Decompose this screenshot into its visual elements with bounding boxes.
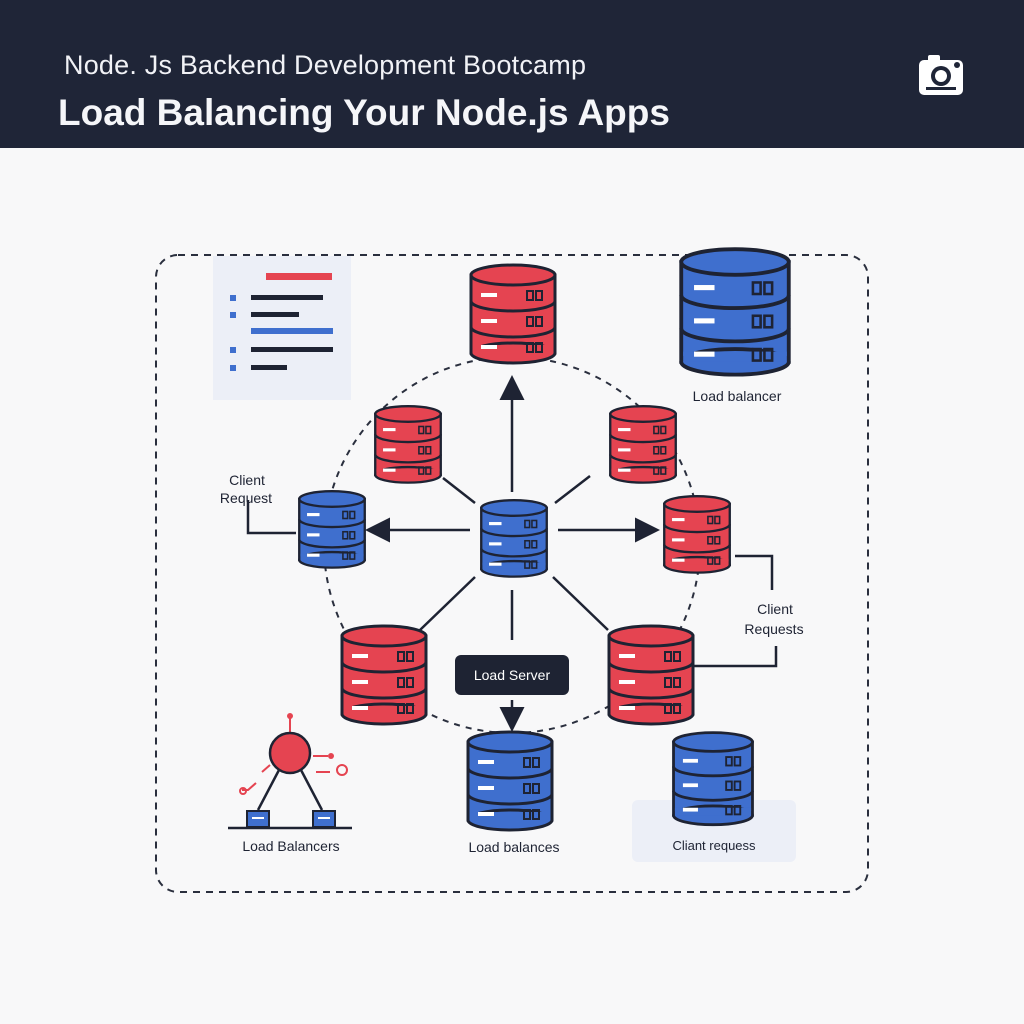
connection-lines — [246, 375, 778, 732]
database-top-red — [469, 263, 557, 365]
database-top-right-blue — [679, 247, 791, 377]
label-load-balances-bottom-center: Load balances — [468, 839, 559, 855]
database-upper-right-red — [609, 405, 677, 484]
label-load-balancer-top-right: Load balancer — [693, 388, 782, 404]
label-client-request-bottom-right: Cliant requess — [672, 838, 756, 853]
load-balancing-diagram: Client Request Load balancer Client Requ… — [155, 247, 869, 893]
database-lower-right-red — [607, 624, 695, 726]
database-upper-left-red — [374, 405, 442, 484]
label-client-request-left-1: Client — [229, 472, 265, 488]
label-load-server: Load Server — [474, 667, 551, 683]
database-bottom-right-blue — [672, 731, 754, 827]
database-lower-left-red — [340, 624, 428, 726]
load-server-badge — [455, 655, 569, 695]
label-client-requests-right-1: Client — [757, 601, 793, 617]
label-client-request-left-2: Request — [220, 490, 272, 506]
database-bottom-blue — [466, 730, 554, 832]
page-title: Load Balancing Your Node.js Apps — [58, 92, 670, 133]
course-subtitle: Node. Js Backend Development Bootcamp — [64, 50, 587, 80]
database-right-red — [663, 495, 731, 574]
camera-icon[interactable] — [916, 52, 966, 98]
label-load-balancers-bottom-left: Load Balancers — [242, 838, 339, 854]
document-card — [213, 256, 351, 400]
database-left-blue — [298, 490, 366, 569]
database-center-blue — [480, 499, 548, 578]
label-client-requests-right-2: Requests — [744, 621, 803, 637]
network-node-icon — [228, 713, 352, 830]
outer-dashed-frame — [155, 254, 869, 893]
header-bar: Node. Js Backend Development Bootcamp Lo… — [0, 0, 1024, 148]
